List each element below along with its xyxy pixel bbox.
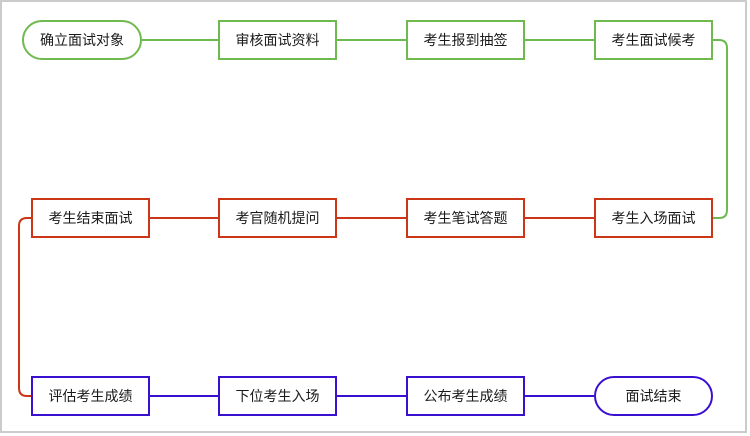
connector-row1-to-row2 [713,39,728,219]
node-label: 考官随机提问 [235,210,320,226]
node-interview-end: 面试结束 [594,376,713,416]
node-candidate-interview-waiting: 考生面试候考 [594,20,713,60]
node-candidate-finish-interview: 考生结束面试 [31,198,150,238]
node-candidate-enter-interview: 考生入场面试 [594,198,713,238]
node-label: 面试结束 [625,388,682,404]
node-next-candidate-enters: 下位考生入场 [218,376,337,416]
node-establish-interview-subjects: 确立面试对象 [22,20,142,60]
node-label: 考生面试候考 [611,32,696,48]
node-label: 评估考生成绩 [48,388,133,404]
node-label: 公布考生成绩 [423,388,508,404]
node-evaluate-candidate-score: 评估考生成绩 [31,376,150,416]
node-label: 考生报到抽签 [423,32,508,48]
node-label: 审核面试资料 [235,32,320,48]
node-candidate-checkin-draw-lots: 考生报到抽签 [406,20,525,60]
node-label: 考生笔试答题 [423,210,508,226]
node-label: 考生结束面试 [48,210,133,226]
node-label: 确立面试对象 [40,32,124,48]
node-review-interview-materials: 审核面试资料 [218,20,337,60]
node-examiner-random-questions: 考官随机提问 [218,198,337,238]
node-label: 下位考生入场 [235,388,320,404]
node-candidate-written-answers: 考生笔试答题 [406,198,525,238]
node-announce-candidate-score: 公布考生成绩 [406,376,525,416]
connector-row2-to-row3 [18,217,31,397]
node-label: 考生入场面试 [611,210,696,226]
